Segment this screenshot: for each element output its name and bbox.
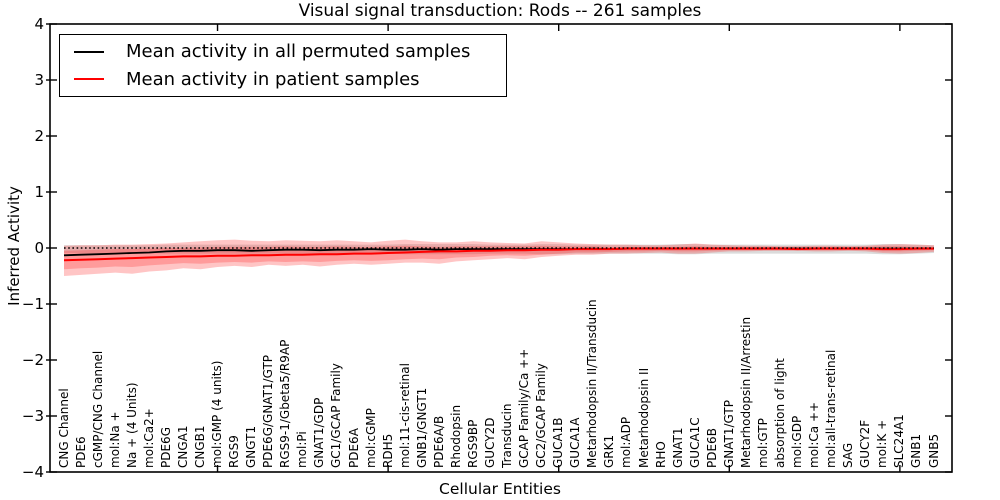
x-tick-label: PDE6A/B [431, 415, 446, 468]
x-tick-label: mol:GDP [790, 415, 804, 468]
x-tick-label: CNGB1 [193, 425, 207, 468]
x-tick-label: GC2/GCAP Family [534, 363, 549, 468]
x-tick-label: mol:ADP [619, 416, 634, 468]
x-tick-label: CNGA1 [175, 425, 190, 469]
legend: Mean activity in all permuted samples Me… [59, 34, 507, 97]
legend-line-permuted-icon [74, 50, 104, 53]
x-tick-label: mol:K + [875, 419, 890, 468]
x-tick-label: cGMP/CNG Channel [90, 350, 105, 468]
x-tick-label: Metarhodopsin II/Transducin [585, 299, 600, 468]
legend-entry-permuted: Mean activity in all permuted samples [74, 41, 506, 62]
y-tick-label: −3 [21, 407, 44, 425]
x-axis-label: Cellular Entities [439, 480, 561, 498]
x-tick-label: GNB1/GNGT1 [414, 387, 429, 468]
patient-mean-line [63, 247, 934, 262]
x-tick-label: GUCA1C [687, 417, 702, 468]
x-tick-label: PDE6B [704, 428, 719, 468]
x-tick-label: mol:cGMP [363, 408, 378, 468]
x-tick-label: GUCA1A [568, 417, 583, 468]
x-tick-label: GNAT1/GDP [312, 397, 327, 468]
y-tick-label: −1 [21, 295, 44, 313]
x-tick-label: mol:Na + [107, 411, 122, 468]
x-tick-label: PDE6G [158, 427, 173, 468]
x-tick-label: GRK1 [602, 434, 617, 468]
y-tick-label: 1 [34, 183, 44, 201]
legend-label-permuted: Mean activity in all permuted samples [126, 41, 471, 63]
y-tick-label: 2 [34, 127, 44, 145]
x-tick-label: GNAT1 [670, 427, 685, 468]
x-tick-label: absorption of light [773, 358, 787, 468]
x-tick-label: Transducin [500, 403, 514, 468]
x-tick-label: SLC24A1 [892, 414, 907, 468]
x-tick-label: mol:Ca2+ [141, 408, 156, 468]
x-tick-label: RGS9 [227, 435, 242, 468]
x-tick-label: mol:Ca ++ [807, 401, 822, 468]
x-tick-label: GNGT1 [244, 425, 259, 468]
x-tick-label: mol:Pi [295, 431, 310, 468]
x-tick-label: GC1/GCAP Family [329, 363, 344, 468]
x-tick-label: GNB1 [909, 433, 924, 468]
x-tick-label: Rhodopsin [448, 404, 463, 468]
legend-line-patient-icon [74, 78, 104, 81]
x-tick-label: GUCY2D [483, 417, 497, 468]
y-tick-label: −2 [21, 351, 44, 369]
x-tick-label: RDH5 [380, 433, 395, 468]
y-tick-label: 0 [34, 239, 44, 257]
x-tick-label: Metarhodopsin II [636, 367, 651, 468]
x-tick-label: PDE6 [73, 436, 88, 468]
x-tick-label: RGS9-1/Gbeta5/R9AP [278, 339, 293, 468]
x-tick-label: mol:GTP [755, 418, 770, 468]
x-tick-label: mol:11-cis-retinal [397, 363, 412, 468]
x-tick-label: GNAT1/GTP [721, 400, 736, 468]
legend-entry-patient: Mean activity in patient samples [74, 69, 506, 90]
x-tick-label: mol:GMP (4 units) [210, 360, 224, 468]
x-tick-label: mol:all-trans-retinal [824, 349, 839, 468]
x-tick-label: PDE6G/GNAT1/GTP [261, 354, 276, 468]
chart-title: Visual signal transduction: Rods -- 261 … [298, 1, 702, 21]
x-tick-label: Na + (4 Units) [124, 382, 139, 468]
x-tick-label: GUCY2F [858, 419, 873, 468]
x-tick-label: GCAP Family/Ca ++ [517, 348, 532, 468]
x-tick-label: PDE6A [346, 428, 361, 468]
y-tick-label: 4 [34, 15, 44, 33]
x-tick-label: RGS9BP [465, 419, 480, 468]
x-tick-label: SAG [841, 442, 856, 468]
y-tick-label: −4 [21, 463, 44, 481]
band-patient-samples-spread-inner [64, 245, 934, 270]
legend-label-patient: Mean activity in patient samples [126, 68, 420, 90]
x-tick-label: Metarhodopsin II/Arrestin [738, 316, 753, 468]
x-tick-label: GNB5 [926, 433, 941, 468]
x-tick-label: CNG Channel [56, 388, 71, 468]
x-tick-label: GUCA1B [551, 417, 566, 468]
y-tick-label: 3 [34, 71, 44, 89]
x-tick-label: RHO [653, 441, 668, 468]
